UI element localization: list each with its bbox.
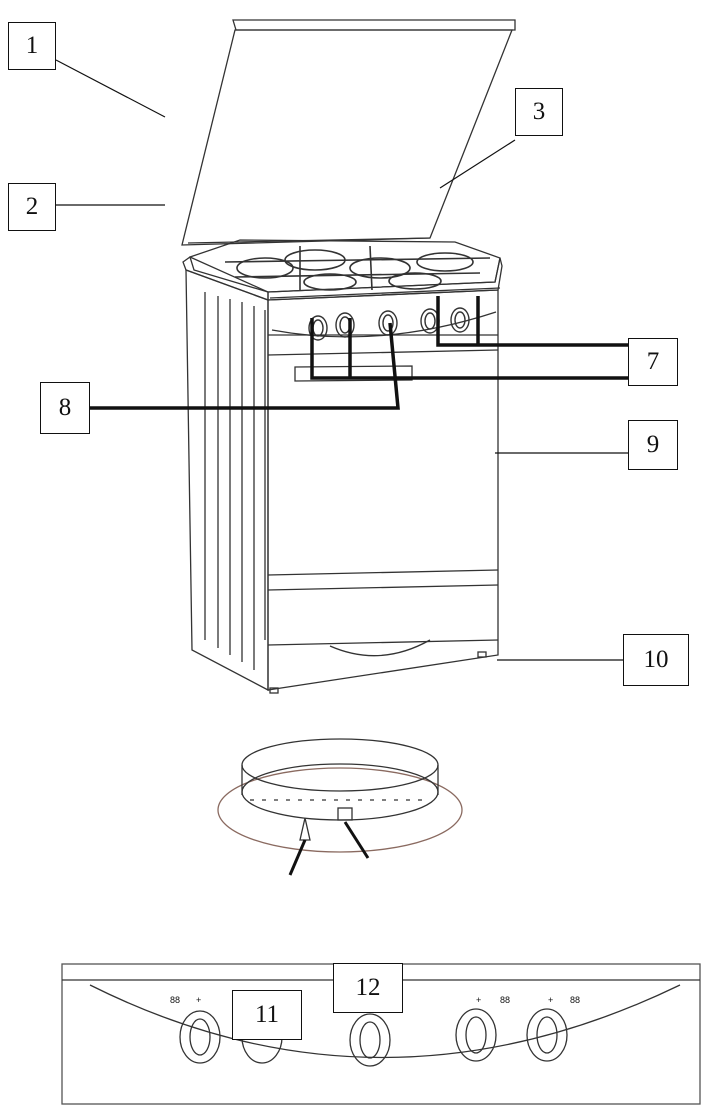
label-7-box: 7 — [628, 338, 678, 386]
label-1-box: 1 — [8, 22, 56, 70]
cooker-body — [185, 269, 499, 694]
control-knobs — [308, 307, 470, 341]
hob-grid — [224, 245, 491, 291]
svg-text:88: 88 — [570, 995, 580, 1005]
label-9-box: 9 — [628, 420, 678, 470]
panel-symbols: 88 + +88 +88 — [170, 995, 580, 1005]
label-10-box: 10 — [623, 634, 689, 686]
label-8-box: 8 — [40, 382, 90, 434]
label-3-box: 3 — [515, 88, 563, 136]
label-11-box: 11 — [232, 990, 302, 1040]
cooker-lid — [181, 19, 516, 246]
svg-text:+: + — [548, 995, 553, 1005]
leader-lines — [55, 59, 628, 876]
svg-text:+: + — [476, 995, 481, 1005]
label-12-box: 12 — [333, 963, 403, 1013]
svg-text:88: 88 — [500, 995, 510, 1005]
gas-burner — [217, 738, 463, 853]
svg-text:88: 88 — [170, 995, 180, 1005]
svg-text:+: + — [196, 995, 201, 1005]
label-2-box: 2 — [8, 183, 56, 231]
